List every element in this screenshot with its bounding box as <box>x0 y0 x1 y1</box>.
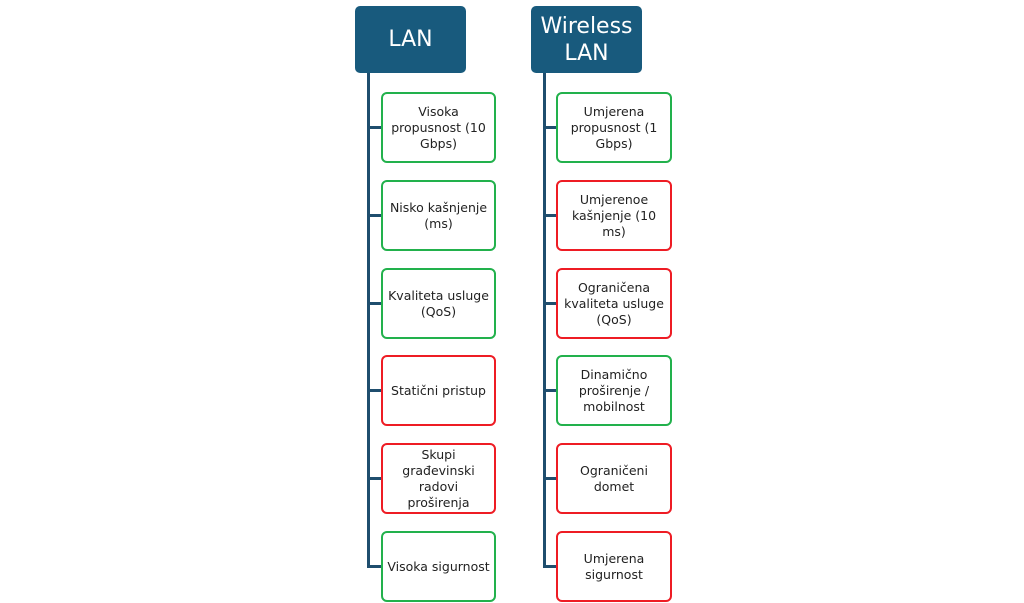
lan-item-latency: Nisko kašnjenje (ms) <box>381 180 496 251</box>
wlan-connector-branch <box>543 302 557 305</box>
lan-header-title: LAN <box>388 27 433 52</box>
wlan-item-label: Umjerenoe kašnjenje (10 ms) <box>571 191 657 239</box>
lan-header: LAN <box>355 6 466 73</box>
wlan-header-title: Wireless LAN <box>540 13 633 66</box>
wlan-item-label: Dinamično proširenje / mobilnost <box>578 366 650 414</box>
wlan-connector-trunk <box>543 73 546 568</box>
lan-item-expansion-cost: Skupi građevinski radovi proširenja <box>381 443 496 514</box>
wlan-item-throughput: Umjerena propusnost (1 Gbps) <box>556 92 672 163</box>
wlan-connector-branch <box>543 565 557 568</box>
lan-item-label: Kvaliteta usluge (QoS) <box>388 287 489 319</box>
wlan-item-range: Ograničeni domet <box>556 443 672 514</box>
lan-connector-trunk <box>367 73 370 568</box>
wlan-connector-branch <box>543 126 557 129</box>
lan-item-label: Visoka propusnost (10 Gbps) <box>391 103 486 151</box>
lan-item-label: Visoka sigurnost <box>387 558 490 574</box>
lan-connector-branch <box>367 126 381 129</box>
wlan-item-label: Umjerena propusnost (1 Gbps) <box>570 103 658 151</box>
lan-connector-branch <box>367 302 381 305</box>
lan-connector-branch <box>367 477 381 480</box>
lan-connector-branch <box>367 565 381 568</box>
wlan-item-security: Umjerena sigurnost <box>556 531 672 602</box>
wlan-item-label: Umjerena sigurnost <box>583 550 645 582</box>
lan-item-static-access: Statični pristup <box>381 355 496 426</box>
wlan-item-label: Ograničena kvaliteta usluge (QoS) <box>564 279 664 327</box>
lan-item-label: Statični pristup <box>391 382 486 398</box>
wlan-header: Wireless LAN <box>531 6 642 73</box>
lan-item-qos: Kvaliteta usluge (QoS) <box>381 268 496 339</box>
lan-item-label: Nisko kašnjenje (ms) <box>389 199 488 231</box>
wlan-connector-branch <box>543 389 557 392</box>
wlan-item-mobility: Dinamično proširenje / mobilnost <box>556 355 672 426</box>
wlan-item-label: Ograničeni domet <box>580 462 648 494</box>
lan-item-security: Visoka sigurnost <box>381 531 496 602</box>
lan-item-throughput: Visoka propusnost (10 Gbps) <box>381 92 496 163</box>
lan-item-label: Skupi građevinski radovi proširenja <box>402 446 475 510</box>
lan-connector-branch <box>367 389 381 392</box>
wlan-item-qos: Ograničena kvaliteta usluge (QoS) <box>556 268 672 339</box>
wlan-item-latency: Umjerenoe kašnjenje (10 ms) <box>556 180 672 251</box>
lan-connector-branch <box>367 214 381 217</box>
wlan-connector-branch <box>543 214 557 217</box>
wlan-connector-branch <box>543 477 557 480</box>
